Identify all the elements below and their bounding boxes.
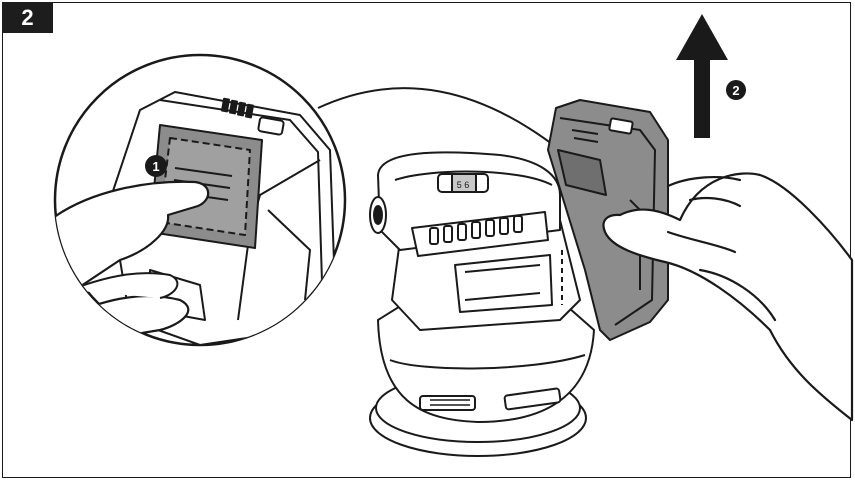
orbital-sander: 5 6	[369, 151, 595, 457]
up-arrow-icon	[676, 14, 728, 138]
callout-1-marker	[145, 155, 167, 177]
callout-2-marker: 2	[726, 80, 746, 100]
callout-1-label: 1	[152, 159, 159, 174]
hand-right	[602, 172, 854, 422]
zoom-detail-circle: 1	[53, 53, 347, 347]
zoom-connector-line	[317, 87, 561, 151]
speed-dial-label: 5 6	[457, 180, 470, 190]
step-number-badge: 2	[2, 2, 53, 33]
callout-2-label: 2	[732, 83, 739, 98]
